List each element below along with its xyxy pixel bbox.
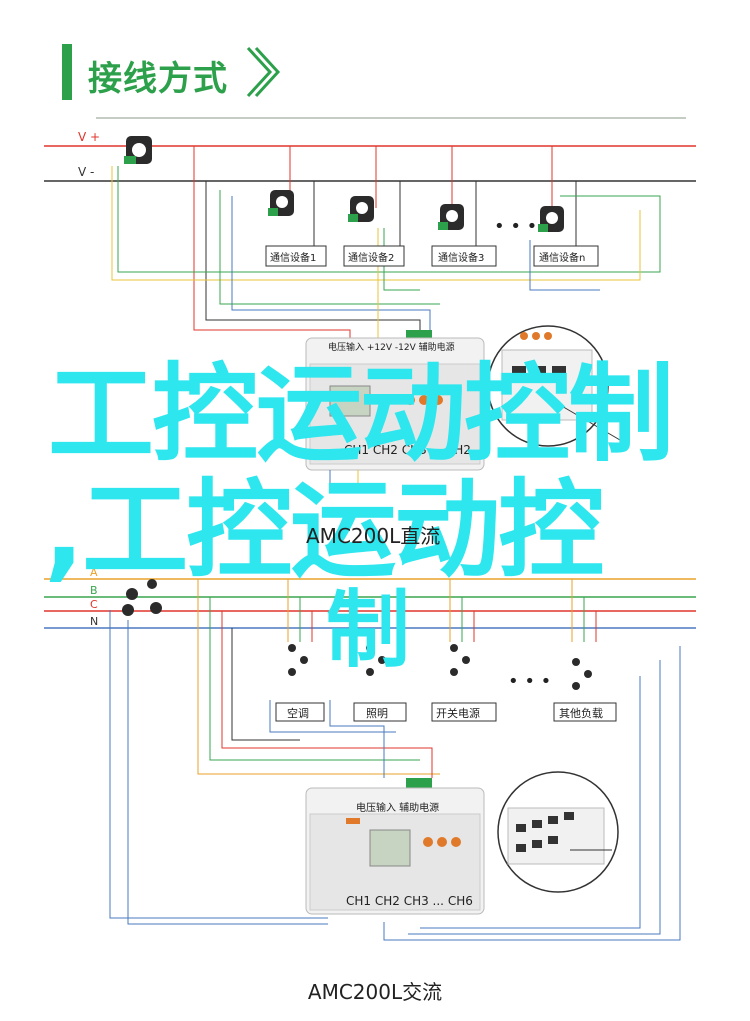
watermark-line1: 工控运动控制	[48, 353, 674, 476]
title-accent-bar	[62, 44, 72, 100]
dc-zoom-detail	[487, 325, 621, 447]
section-title: 接线方式	[88, 59, 228, 99]
device-box	[265, 245, 599, 267]
device-label-3: 通信设备3	[438, 251, 484, 264]
load-ct-icon	[288, 644, 592, 690]
ac-zoom-detail	[497, 771, 619, 893]
ac-meter-device	[305, 787, 485, 915]
ct-cluster-icon	[122, 579, 162, 616]
phase-label-c: C	[90, 598, 98, 611]
ac-caption: AMC200L交流	[307, 980, 443, 1004]
device-ellipsis: • • •	[494, 216, 537, 237]
dc-caption: AMC200L直流	[306, 524, 441, 548]
section-title-banner: 接线方式	[62, 44, 282, 100]
current-sensor-icon	[124, 136, 152, 164]
dc-channel-label: CH1 CH2 CH3 ... CH2	[344, 443, 471, 457]
ac-channel-label: CH1 CH2 CH3 ... CH6	[346, 894, 473, 908]
load-label-lighting: 照明	[366, 707, 388, 720]
watermark-line2: ,工控运动控	[44, 469, 604, 592]
dc-wiring-diagram: V + V -	[44, 117, 696, 490]
dc-meter-label: 电压输入 +12V -12V 辅助电源	[328, 341, 455, 353]
load-label-psu: 开关电源	[436, 706, 480, 720]
load-label-ac: 空调	[287, 706, 309, 720]
device-label-n: 通信设备n	[539, 251, 585, 264]
phase-label-n: N	[90, 615, 98, 628]
phase-label-a: A	[90, 566, 98, 579]
phase-label-b: B	[90, 584, 98, 597]
dc-meter-device	[305, 337, 485, 471]
device-label-1: 通信设备1	[270, 251, 316, 264]
rail-label-vminus: V -	[78, 165, 94, 179]
ac-wiring-diagram: A B C N	[44, 566, 696, 941]
chevron-right-icon	[246, 46, 281, 98]
watermark-line3: 制	[326, 581, 411, 679]
ac-meter-label: 电压输入 辅助电源	[356, 801, 439, 814]
device-label-2: 通信设备2	[348, 251, 394, 264]
load-label-other: 其他负载	[559, 706, 603, 720]
load-ellipsis: • • •	[508, 671, 551, 692]
load-box	[275, 702, 617, 722]
device-sensor-icon	[268, 190, 564, 232]
rail-label-vplus: V +	[78, 130, 100, 144]
